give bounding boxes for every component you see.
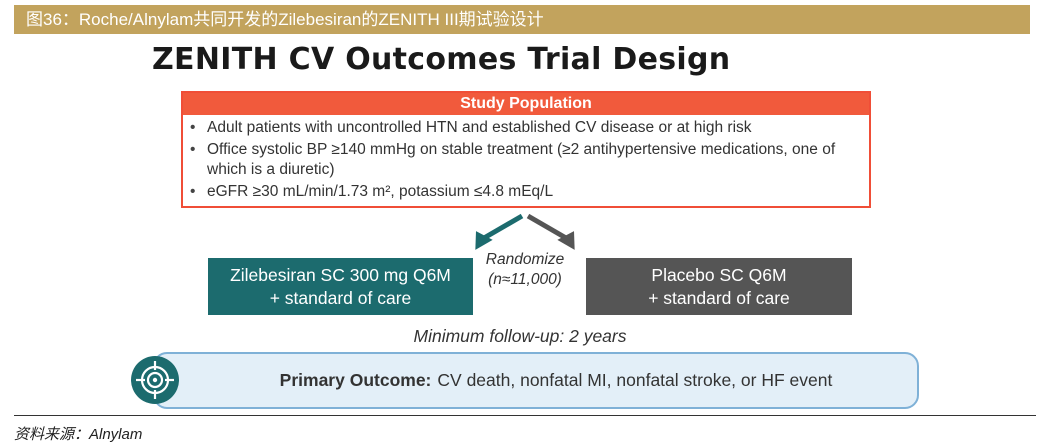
follow-up-text: Minimum follow-up: 2 years — [413, 326, 627, 346]
population-criterion: •Office systolic BP ≥140 mmHg on stable … — [190, 140, 836, 179]
primary-outcome-text: CV death, nonfatal MI, nonfatal stroke, … — [437, 370, 833, 390]
study-population-list: •Adult patients with uncontrolled HTN an… — [183, 118, 869, 202]
target-icon — [131, 356, 179, 404]
footer-rule — [14, 415, 1036, 416]
study-population-box: Study Population •Adult patients with un… — [181, 91, 871, 208]
primary-outcome-label: Primary Outcome: — [279, 370, 432, 390]
arrow-head-right — [557, 231, 575, 250]
arrow-to-treatment-arm — [482, 213, 524, 241]
treatment-arm-box: Zilebesiran SC 300 mg Q6M + standard of … — [208, 258, 473, 315]
arrow-head-left — [475, 231, 493, 250]
source-note: 资料来源：Alnylam — [14, 426, 143, 443]
slide-title: ZENITH CV Outcomes Trial Design — [152, 42, 731, 77]
figure-caption: 图36：Roche/Alnylam共同开发的Zilebesiran的ZENITH… — [14, 5, 1030, 34]
randomize-arrows — [475, 213, 575, 250]
placebo-arm-box: Placebo SC Q6M + standard of care — [586, 258, 852, 315]
arrow-to-placebo-arm — [526, 213, 568, 241]
study-population-heading: Study Population — [183, 93, 869, 115]
population-criterion: •Adult patients with uncontrolled HTN an… — [190, 119, 752, 136]
randomize-label: Randomize (n≈11,000) — [485, 251, 565, 288]
population-criterion: •eGFR ≥30 mL/min/1.73 m², potassium ≤4.8… — [190, 182, 554, 200]
primary-outcome-box: Primary Outcome: CV death, nonfatal MI, … — [153, 352, 919, 409]
